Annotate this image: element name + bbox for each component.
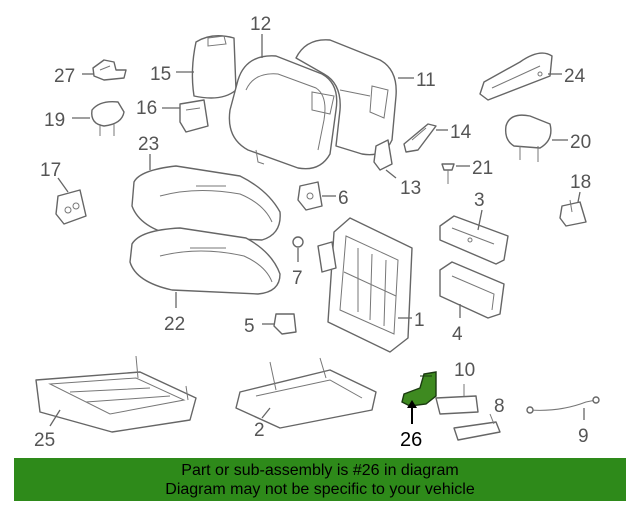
callout-20: 20 xyxy=(570,132,591,153)
callout-5: 5 xyxy=(244,316,255,337)
part-22-seat-cushion-pad[interactable] xyxy=(129,227,281,295)
callout-24: 24 xyxy=(564,66,586,87)
callout-8: 8 xyxy=(494,396,505,417)
part-3-panel[interactable] xyxy=(439,215,509,265)
part-27-bracket[interactable] xyxy=(92,59,127,81)
part-25-seat-track[interactable] xyxy=(35,355,197,433)
part-7-bolt[interactable] xyxy=(292,236,337,273)
part-5-clip[interactable] xyxy=(273,313,297,335)
part-17-bracket[interactable] xyxy=(55,189,87,225)
callout-26: 26 xyxy=(400,429,422,451)
callout-16: 16 xyxy=(136,98,157,119)
callout-14: 14 xyxy=(450,122,472,143)
banner-line-2: Diagram may not be specific to your vehi… xyxy=(165,481,475,498)
part-11-seatback-right[interactable] xyxy=(295,39,397,156)
part-6-lock[interactable] xyxy=(297,181,323,211)
callout-17: 17 xyxy=(40,160,61,181)
callout-18: 18 xyxy=(570,172,591,193)
part-8-connector[interactable] xyxy=(453,413,501,441)
part-2-adjuster[interactable] xyxy=(235,357,377,429)
part-12-seatback-left[interactable] xyxy=(228,55,338,170)
banner-line-1: Part or sub-assembly is #26 in diagram xyxy=(181,462,459,479)
part-21-screw[interactable] xyxy=(441,163,455,184)
part-26-highlighted[interactable] xyxy=(401,371,437,407)
callout-3: 3 xyxy=(474,190,485,211)
part-1-seat-frame[interactable] xyxy=(327,217,413,353)
callout-27: 27 xyxy=(54,66,75,87)
callout-2: 2 xyxy=(254,420,265,441)
part-14-hinge[interactable] xyxy=(403,123,437,153)
callout-23: 23 xyxy=(138,134,159,155)
part-10-switch[interactable] xyxy=(435,384,479,415)
part-19-headrest[interactable] xyxy=(91,100,125,136)
callout-6: 6 xyxy=(338,188,349,209)
callout-19: 19 xyxy=(44,110,65,131)
callout-12: 12 xyxy=(250,14,271,35)
part-13-cover[interactable] xyxy=(373,139,393,171)
callout-22: 22 xyxy=(164,314,185,335)
callout-4: 4 xyxy=(452,324,463,345)
callout-15: 15 xyxy=(150,64,171,85)
part-18-bracket[interactable] xyxy=(559,199,587,227)
callout-10: 10 xyxy=(454,360,475,381)
callout-9: 9 xyxy=(578,426,589,447)
part-24-side-cover[interactable] xyxy=(479,52,553,101)
part-20-headrest[interactable] xyxy=(504,114,552,162)
part-23-seat-cushion[interactable] xyxy=(131,165,281,241)
part-16-clip[interactable] xyxy=(179,99,209,133)
info-banner: Part or sub-assembly is #26 in diagram D… xyxy=(14,458,626,501)
callout-21: 21 xyxy=(472,158,493,179)
parts-diagram: 27 15 12 11 16 19 17 xyxy=(34,14,600,451)
callout-13: 13 xyxy=(400,178,421,199)
callout-7: 7 xyxy=(292,268,303,289)
part-9-cable[interactable] xyxy=(526,396,600,414)
callout-25: 25 xyxy=(34,430,55,451)
callout-11: 11 xyxy=(416,70,436,91)
part-4-tray[interactable] xyxy=(439,261,505,319)
callout-1: 1 xyxy=(414,310,425,331)
part-15-pad[interactable] xyxy=(191,35,237,99)
